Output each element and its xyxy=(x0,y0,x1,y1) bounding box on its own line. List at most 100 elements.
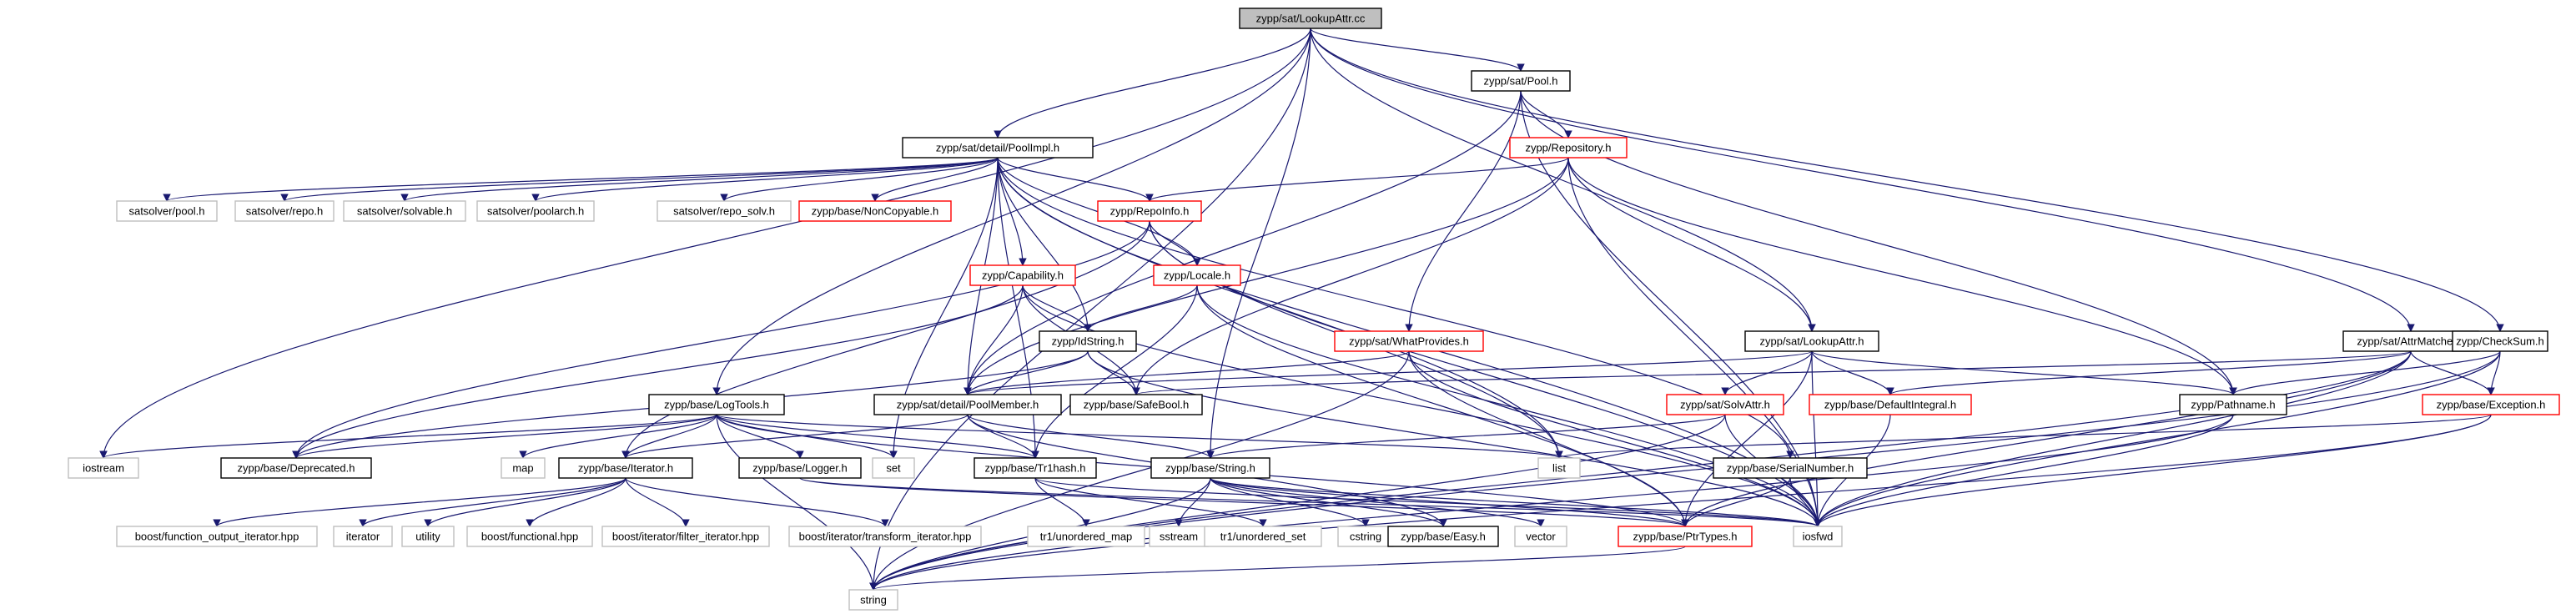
node-box xyxy=(969,264,1076,286)
node-box xyxy=(1713,457,1868,479)
edge-root-to-string xyxy=(869,28,1311,591)
edge-checksum-to-pathname xyxy=(2229,350,2501,395)
edge-poolimpl-to-noncopyable xyxy=(871,157,999,202)
node-whatprovides[interactable]: zypp/sat/WhatProvides.h xyxy=(1334,330,1484,352)
node-label: zypp/sat/detail/PoolImpl.h xyxy=(936,142,1059,154)
node-box xyxy=(220,457,372,479)
node-box xyxy=(974,457,1097,479)
node-idstring[interactable]: zypp/IdString.h xyxy=(1039,330,1137,352)
node-box xyxy=(1334,330,1484,352)
node-exception[interactable]: zypp/base/Exception.h xyxy=(2422,394,2560,415)
edge-whatprovides-to-ptrtypes xyxy=(1408,350,1689,527)
node-capability[interactable]: zypp/Capability.h xyxy=(969,264,1076,286)
node-box xyxy=(1618,526,1753,547)
node-label: zypp/base/DefaultIntegral.h xyxy=(1824,399,1956,411)
node-label: iterator xyxy=(346,531,380,543)
node-box xyxy=(788,526,982,547)
edge-root-to-checksum xyxy=(1310,28,2504,332)
node-label: satsolver/repo_solv.h xyxy=(673,205,775,218)
node-lookupattrh[interactable]: zypp/sat/LookupAttr.h xyxy=(1744,330,1879,352)
edge-logtools-to-map xyxy=(519,414,717,459)
edge-poolimpl-to-solvsolvable xyxy=(400,157,999,202)
node-label: zypp/base/PtrTypes.h xyxy=(1633,531,1737,543)
node-logger[interactable]: zypp/base/Logger.h xyxy=(738,457,862,479)
node-logtools[interactable]: zypp/base/LogTools.h xyxy=(648,394,785,415)
edge-iterator_h-to-bfunctional xyxy=(526,477,626,527)
edge-logtools-to-iterator_h xyxy=(621,414,717,459)
node-tr1hash[interactable]: zypp/base/Tr1hash.h xyxy=(974,457,1097,479)
edge-repoinfo-to-locale xyxy=(1149,220,1201,266)
node-box xyxy=(116,526,318,547)
node-label: zypp/sat/SolvAttr.h xyxy=(1680,399,1770,411)
node-bfilter: boost/iterator/filter_iterator.hpp xyxy=(601,526,770,547)
edge-poolimpl-to-set xyxy=(889,157,999,459)
edge-root-to-lookupattrh xyxy=(1310,28,1816,332)
edge-attrmatcher-to-iosfwd xyxy=(1814,350,2412,527)
edge-stringh-to-cstring xyxy=(1210,477,1370,527)
node-root[interactable]: zypp/sat/LookupAttr.cc xyxy=(1239,8,1382,29)
node-solvattr[interactable]: zypp/sat/SolvAttr.h xyxy=(1666,394,1784,415)
node-cstring: cstring xyxy=(1337,526,1394,547)
edge-lookupattrh-to-ptrtypes xyxy=(1681,350,1813,527)
node-label: zypp/Repository.h xyxy=(1525,142,1611,154)
edge-lookupattrh-to-defaultintegral xyxy=(1811,350,1894,395)
edge-locale-to-iosfwd xyxy=(1196,284,1822,527)
node-noncopyable[interactable]: zypp/base/NonCopyable.h xyxy=(798,200,952,222)
node-label: tr1/unordered_map xyxy=(1040,531,1133,543)
node-label: zypp/base/NonCopyable.h xyxy=(812,205,939,218)
edge-stringh-to-ptrtypes xyxy=(1210,477,1689,527)
node-iterator-h[interactable]: zypp/base/Iterator.h xyxy=(558,457,693,479)
node-box xyxy=(1744,330,1879,352)
edge-poolimpl-to-repoinfo xyxy=(997,157,1154,202)
node-box xyxy=(1793,526,1843,547)
edge-iterator_h-to-utility xyxy=(424,477,626,527)
node-box xyxy=(872,457,915,479)
node-label: zypp/sat/detail/PoolMember.h xyxy=(897,399,1039,411)
node-repository[interactable]: zypp/Repository.h xyxy=(1509,137,1628,159)
edge-repository-to-lookupattrh xyxy=(1567,157,1816,332)
edge-root-to-attrmatcher xyxy=(1310,28,2415,332)
edge-whatprovides-to-iosfwd xyxy=(1408,350,1822,527)
edge-capability-to-deprecated xyxy=(292,284,1024,459)
node-checksum[interactable]: zypp/CheckSum.h xyxy=(2452,330,2548,352)
node-label: zypp/base/SerialNumber.h xyxy=(1727,462,1854,475)
edge-iterator_h-to-btransform xyxy=(625,477,889,527)
edge-pool-to-poolmember xyxy=(963,90,1522,395)
node-label: iosfwd xyxy=(1803,531,1834,543)
node-box xyxy=(1666,394,1784,415)
dependency-nodes: zypp/sat/LookupAttr.cc zypp/sat/detail/Po… xyxy=(68,8,2560,611)
node-serialnumber[interactable]: zypp/base/SerialNumber.h xyxy=(1713,457,1868,479)
edge-logger-to-ptrtypes xyxy=(799,477,1689,527)
edge-tr1hash-to-iosfwd xyxy=(1034,477,1822,527)
node-stringh[interactable]: zypp/base/String.h xyxy=(1150,457,1270,479)
edge-locale-to-tr1hash xyxy=(1031,284,1198,459)
node-box xyxy=(1204,526,1322,547)
edge-root-to-pool xyxy=(1310,28,1525,72)
edge-root-to-poolimpl xyxy=(994,28,1311,138)
edge-stringh-to-easy xyxy=(1210,477,1447,527)
edge-logtools-to-string xyxy=(716,414,878,591)
node-repoinfo[interactable]: zypp/RepoInfo.h xyxy=(1097,200,1202,222)
node-label: zypp/base/Exception.h xyxy=(2437,399,2546,411)
node-deprecated[interactable]: zypp/base/Deprecated.h xyxy=(220,457,372,479)
node-poolimpl[interactable]: zypp/sat/detail/PoolImpl.h xyxy=(902,137,1094,159)
node-label: zypp/RepoInfo.h xyxy=(1110,205,1190,218)
edge-stringh-to-sstream xyxy=(1175,477,1211,527)
node-box xyxy=(68,457,139,479)
node-pathname[interactable]: zypp/Pathname.h xyxy=(2179,394,2287,415)
node-safebool[interactable]: zypp/base/SafeBool.h xyxy=(1069,394,1203,415)
edge-exception-to-string xyxy=(869,414,2492,591)
edge-iterator_h-to-iterator xyxy=(359,477,626,527)
node-bfoi: boost/function_output_iterator.hpp xyxy=(116,526,318,547)
node-box xyxy=(1239,8,1382,29)
node-ptrtypes[interactable]: zypp/base/PtrTypes.h xyxy=(1618,526,1753,547)
edge-locale-to-idstring xyxy=(1084,284,1198,332)
node-poolmember[interactable]: zypp/sat/detail/PoolMember.h xyxy=(873,394,1062,415)
node-label: zypp/Locale.h xyxy=(1164,269,1230,282)
node-defaultintegral[interactable]: zypp/base/DefaultIntegral.h xyxy=(1809,394,1972,415)
node-label: zypp/sat/WhatProvides.h xyxy=(1349,335,1469,348)
node-locale[interactable]: zypp/Locale.h xyxy=(1153,264,1241,286)
node-box xyxy=(657,200,792,222)
node-pool[interactable]: zypp/sat/Pool.h xyxy=(1471,70,1571,92)
node-easy[interactable]: zypp/base/Easy.h xyxy=(1387,526,1499,547)
